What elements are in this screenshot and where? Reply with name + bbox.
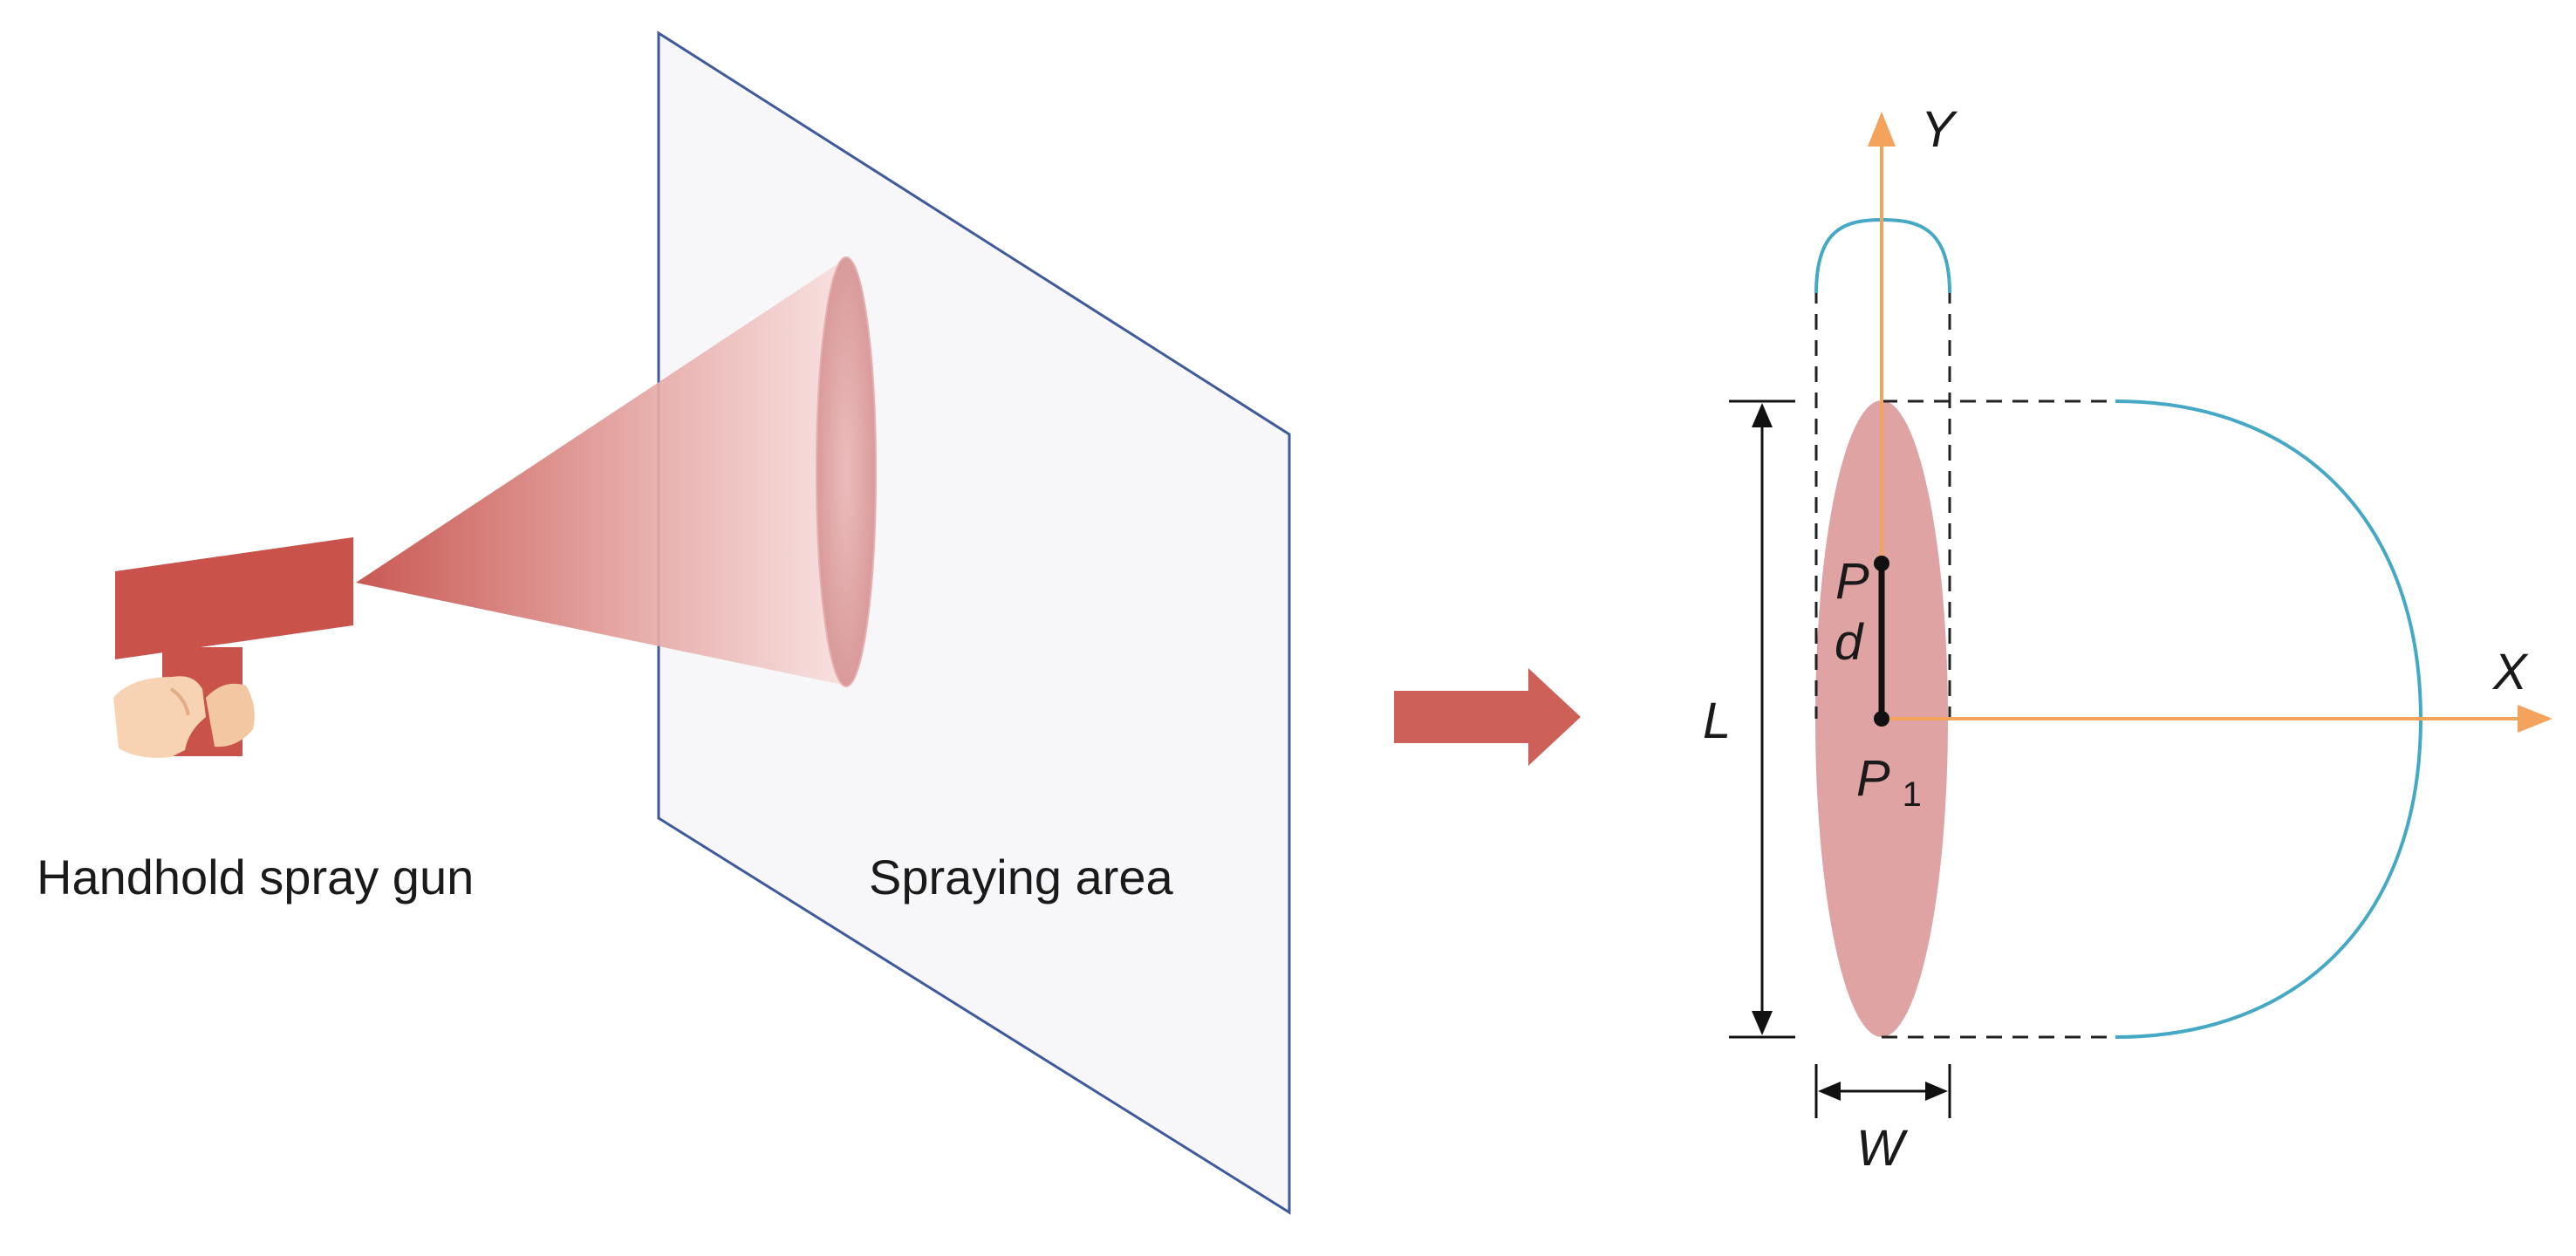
point-p-marker: [1874, 556, 1889, 571]
spray-gun-scene: Handhold spray gun Spraying area: [37, 31, 1291, 1215]
length-label: L: [1703, 693, 1731, 749]
point-p-label: P: [1835, 553, 1869, 610]
area-caption: Spraying area: [869, 850, 1174, 904]
point-p1-base: P: [1856, 750, 1890, 807]
spray-cone: [356, 258, 846, 686]
hand-icon: [113, 676, 255, 758]
width-dimension: [1814, 1064, 1951, 1118]
point-p1-subscript: 1: [1903, 775, 1922, 814]
point-p1-label: P 1: [1856, 750, 1922, 814]
projection-guides: [1814, 288, 2115, 1039]
offset-d-label: d: [1835, 614, 1864, 671]
gun-caption: Handhold spray gun: [37, 850, 474, 904]
width-label: W: [1856, 1120, 1909, 1177]
point-p1-marker: [1874, 711, 1889, 727]
right-arrow-icon: [1394, 668, 1581, 766]
x-axis-label: X: [2491, 644, 2529, 700]
spray-pattern-schematic: Y X P d P 1 L W: [1703, 101, 2552, 1177]
spray-disc: [816, 256, 877, 687]
length-dimension: [1729, 399, 1795, 1039]
y-axis-label: Y: [1921, 101, 1958, 158]
